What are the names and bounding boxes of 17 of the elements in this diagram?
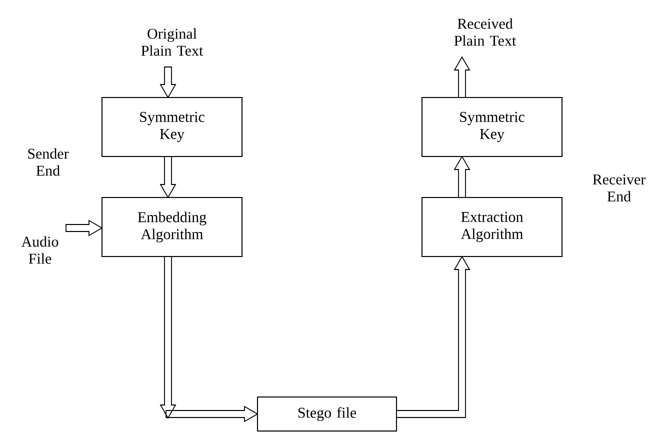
arrow (160, 156, 176, 198)
process-box: Embedding Algorithm (102, 197, 242, 257)
process-box: Symmetric Key (102, 97, 242, 157)
process-box: Symmetric Key (422, 97, 562, 157)
process-box: Extraction Algorithm (422, 197, 562, 257)
arrow (160, 256, 258, 422)
text-label: Received Plain Text (454, 18, 516, 46)
side-label: Sender End (28, 148, 69, 176)
arrow (454, 156, 470, 198)
text-label: Audio File (21, 236, 58, 264)
arrow (396, 256, 470, 418)
side-label: Receiver End (592, 174, 646, 202)
arrow (66, 220, 103, 236)
arrow (454, 56, 470, 98)
arrow (160, 66, 176, 98)
text-label: Original Plain Text (141, 28, 204, 56)
process-box: Stego file (257, 396, 397, 432)
